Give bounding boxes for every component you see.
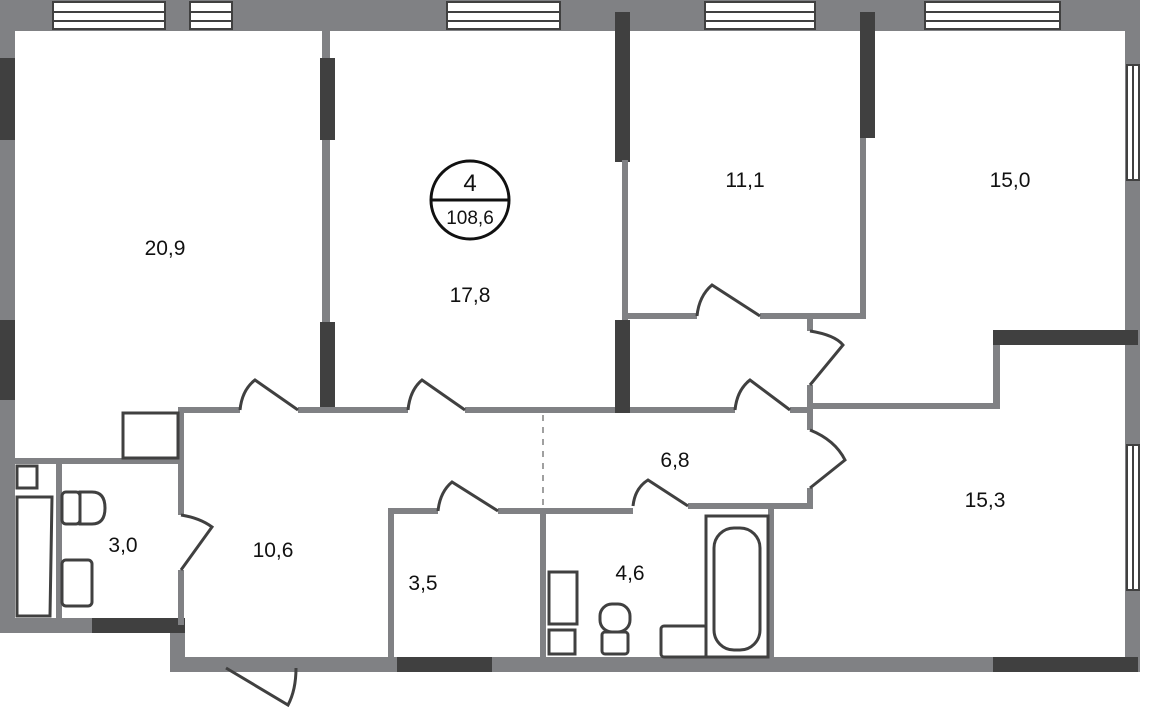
room-area-label: 3,5: [408, 572, 437, 595]
room-area-label: 20,9: [145, 237, 186, 260]
toilet-icon: [598, 602, 632, 634]
room-area-label: 15,0: [990, 169, 1031, 192]
total-area: 108,6: [446, 208, 494, 229]
room-labels: 20,9 17,8 11,1 15,0 6,8 15,3 3,0 10,6 3,…: [108, 169, 1030, 595]
bathtub-icon: [15, 495, 54, 618]
room-area-label: 3,0: [108, 534, 137, 557]
doors: [179, 283, 847, 708]
room-area-label: 17,8: [450, 284, 491, 307]
interior-walls: [15, 12, 1138, 660]
room-area-label: 10,6: [253, 539, 294, 562]
room-area-label: 11,1: [725, 169, 764, 192]
room-area-label: 6,8: [660, 449, 689, 472]
toilet-icon: [60, 490, 82, 526]
sink-icon: [121, 411, 180, 460]
room-area-label: 15,3: [965, 489, 1006, 512]
windows: [52, 1, 1140, 591]
sanitary-fixtures: [15, 411, 770, 659]
room-count: 4: [463, 170, 476, 197]
apartment-badge: 4 108,6: [429, 159, 511, 241]
sink-icon: [659, 624, 709, 659]
sink-icon: [60, 558, 94, 608]
room-area-label: 4,6: [615, 562, 644, 585]
